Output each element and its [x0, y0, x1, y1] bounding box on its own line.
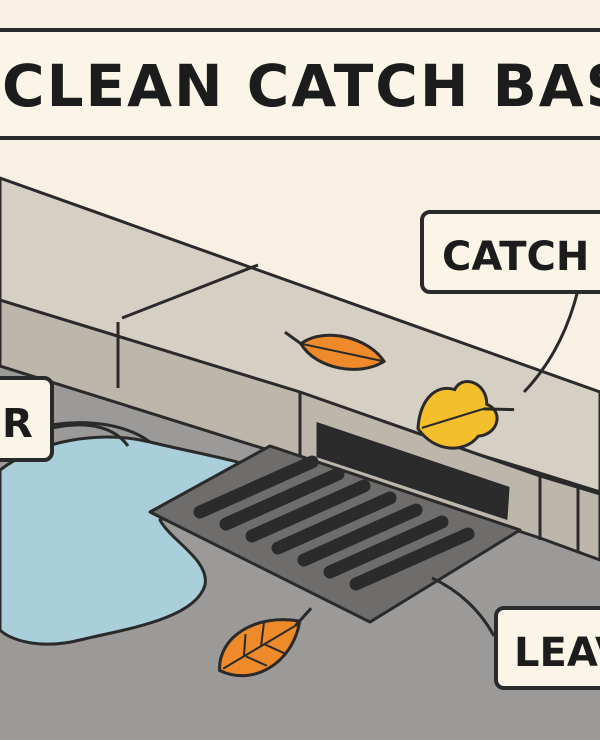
- water-label-box: [0, 376, 54, 462]
- water-leader-line: [51, 423, 130, 447]
- catch-label-box: [420, 210, 600, 294]
- leaves-label-box: [494, 606, 600, 690]
- catch-leader-line: [522, 289, 580, 394]
- page-title: CLEAN CATCH BASIN: [2, 52, 600, 120]
- leaves-label: LEAV: [514, 630, 600, 676]
- leaf-icon: [218, 607, 313, 678]
- storm-drain-grate-icon: [148, 444, 522, 624]
- curb-inlet-opening: [316, 421, 510, 521]
- title-banner: [0, 28, 600, 140]
- catch-label: CATCH: [442, 234, 589, 280]
- leaf-icon: [284, 330, 387, 371]
- curb-joint: [121, 263, 259, 320]
- leaf-icon: [416, 380, 515, 450]
- water-label: R: [2, 401, 33, 447]
- leaves-leader-line: [431, 576, 496, 637]
